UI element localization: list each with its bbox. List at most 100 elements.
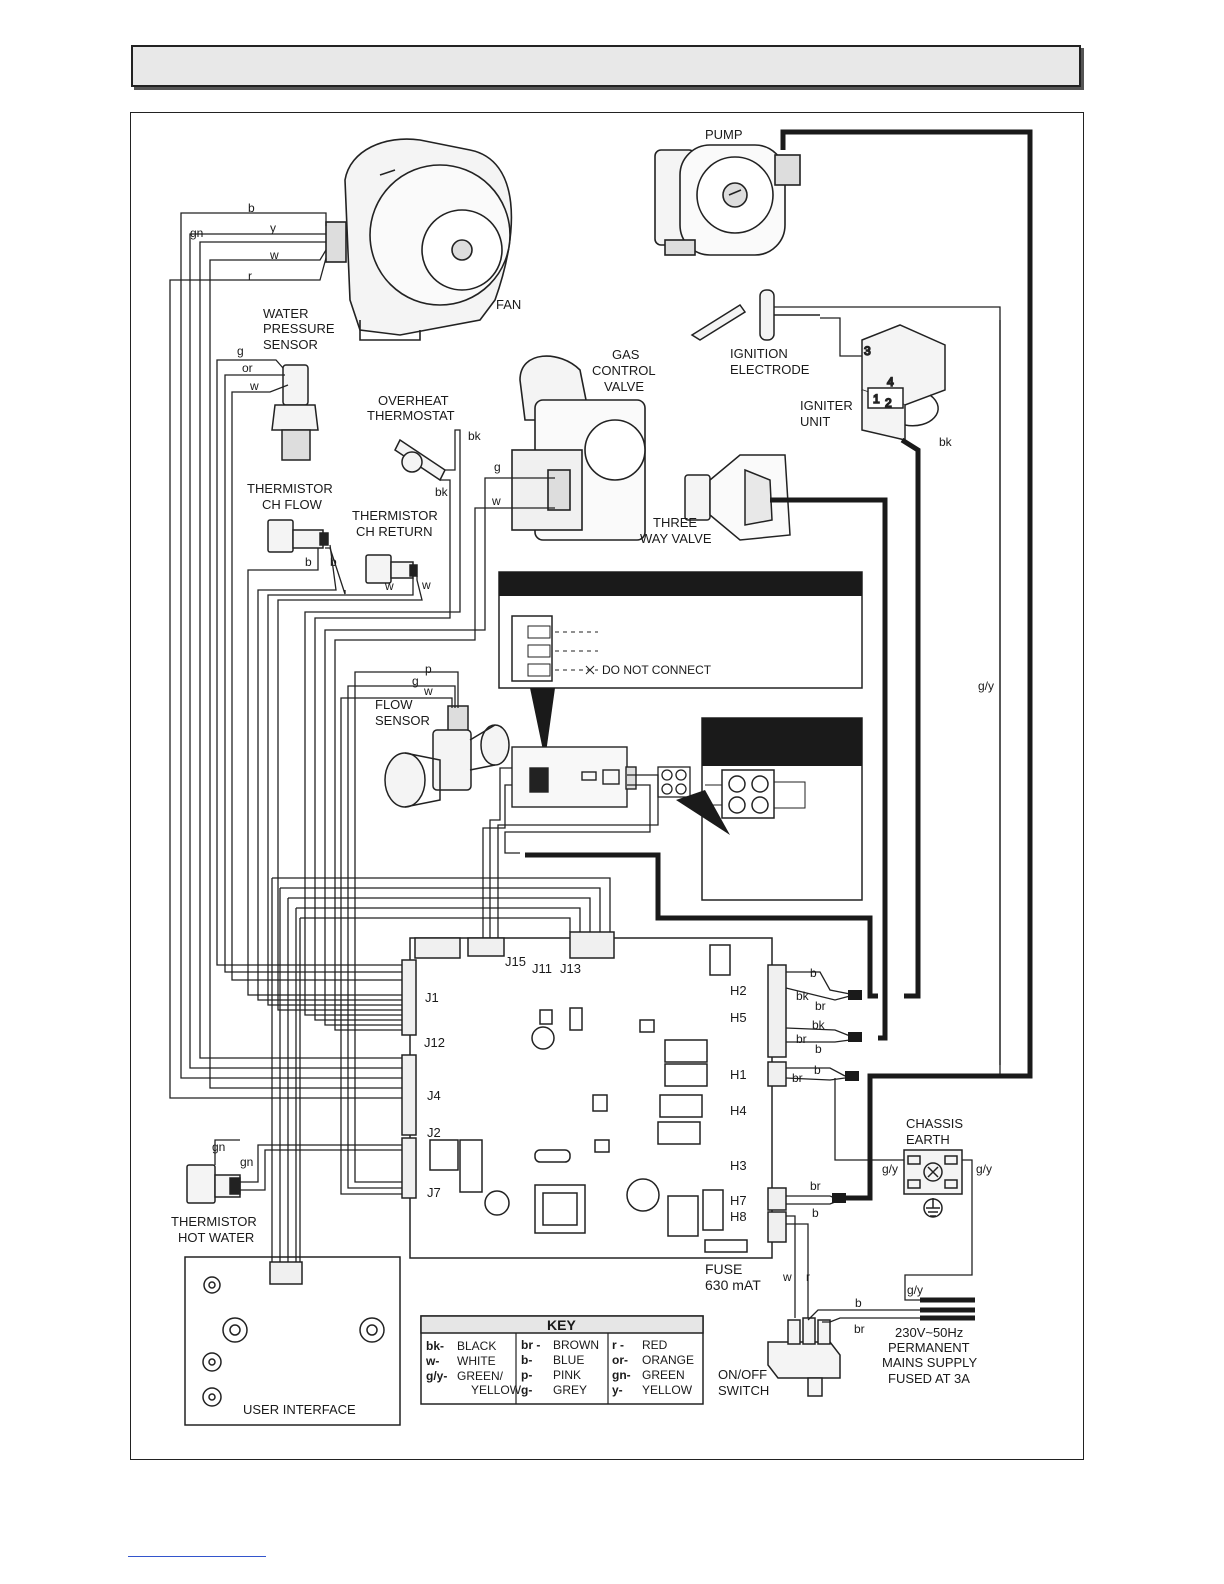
mains-supply-label-4: FUSED AT 3A [888, 1371, 970, 1386]
thermistor-hot-water-label-2: HOT WATER [178, 1230, 254, 1245]
wire-label: b [810, 966, 817, 980]
wire-label: b [305, 555, 312, 569]
wire-label: b [248, 201, 255, 215]
wire-label: b [330, 555, 337, 569]
thermistor-ch-return-label-1: THERMISTOR [352, 508, 438, 523]
wire-label: or [242, 361, 253, 375]
wire-label: r [806, 1270, 810, 1284]
key-code: br - [521, 1338, 540, 1352]
key-color: YELLOW [642, 1383, 693, 1397]
wire-label: w [423, 684, 433, 698]
wire-label: bk [812, 1018, 826, 1032]
mains-supply-label-3: MAINS SUPPLY [882, 1355, 977, 1370]
wire-terminals [832, 990, 862, 1203]
wire-label: bk [796, 989, 810, 1003]
diagram-frame [130, 112, 1084, 1460]
gas-control-valve-label-1: GAS [612, 347, 640, 362]
wire-label: g [412, 674, 419, 688]
user-interface-label: USER INTERFACE [243, 1402, 356, 1417]
wire-label: p [425, 662, 432, 676]
connector-h3-label: H3 [730, 1158, 747, 1173]
water-pressure-sensor-component [271, 364, 319, 461]
ignition-electrode-label-2: ELECTRODE [730, 362, 810, 377]
connector-j4-label: J4 [427, 1088, 441, 1103]
chassis-earth-label-1: CHASSIS [906, 1116, 963, 1131]
mains-supply-label-2: PERMANENT [888, 1340, 970, 1355]
wire-label: r [248, 269, 252, 283]
water-pressure-sensor-label-1: WATER [263, 306, 309, 321]
three-way-valve-label-2: WAY VALVE [640, 531, 712, 546]
wire-label: gn [190, 226, 203, 240]
flow-sensor-board [511, 746, 637, 808]
chassis-earth-label-2: EARTH [906, 1132, 950, 1147]
key-table: KEY bk- BLACK w- WHITE g/y- GREEN/ YELLO… [420, 1315, 704, 1405]
wire-label: b [815, 1042, 822, 1056]
connector-j1-label: J1 [425, 990, 439, 1005]
three-way-valve-label-1: THREE [653, 515, 697, 530]
component-labels: FAN PUMP WATER PRESSURE SENSOR GAS CONTR… [171, 127, 977, 1417]
gas-control-valve-label-3: VALVE [604, 379, 644, 394]
three-way-valve-component [684, 454, 791, 541]
key-code: r - [612, 1338, 624, 1352]
user-interface-board [184, 1256, 401, 1426]
key-title: KEY [547, 1317, 576, 1333]
thermistor-hot-water-label-1: THERMISTOR [171, 1214, 257, 1229]
svg-text:1: 1 [873, 392, 880, 406]
wire-label: y [270, 221, 276, 235]
wire-label: w [491, 494, 501, 508]
key-code: gn- [612, 1368, 631, 1382]
wire-label: b [814, 1063, 821, 1077]
fuse-label-1: FUSE [705, 1261, 742, 1277]
key-code: b- [521, 1353, 532, 1367]
wire-label: b [855, 1296, 862, 1310]
connector-j7-label: J7 [427, 1185, 441, 1200]
wire-label: g/y [976, 1162, 992, 1176]
wire-label: br [854, 1322, 865, 1336]
key-color: BROWN [553, 1338, 599, 1352]
key-color: WHITE [457, 1354, 496, 1368]
mains-supply-label-1: 230V~50Hz [895, 1325, 963, 1340]
key-color: ORANGE [642, 1353, 694, 1367]
connector-h5-label: H5 [730, 1010, 747, 1025]
wire-label: br [815, 999, 826, 1013]
wire-label: g [494, 460, 501, 474]
thermistor-ch-return-component [365, 554, 418, 584]
connector-j15-label: J15 [505, 954, 526, 969]
key-color: BLACK [457, 1339, 496, 1353]
wire-label: g/y [978, 679, 994, 693]
flow-sensor-component [384, 705, 510, 808]
connector-h7-label: H7 [730, 1193, 747, 1208]
key-color: GREEN/ [457, 1369, 504, 1383]
on-off-switch-label-2: SWITCH [718, 1383, 769, 1398]
wire-label: g/y [882, 1162, 898, 1176]
overheat-thermostat-label-1: OVERHEAT [378, 393, 449, 408]
connector-j13-label: J13 [560, 961, 581, 976]
key-color: RED [642, 1338, 668, 1352]
wire-label: w [269, 248, 279, 262]
footer-link-underline[interactable] [128, 1556, 266, 1557]
thin-wires [169, 212, 1001, 1323]
water-pressure-sensor-label-3: SENSOR [263, 337, 318, 352]
igniter-unit-component: 1 2 4 3 [861, 324, 946, 441]
thermistor-ch-flow-component [267, 519, 329, 553]
key-color: BLUE [553, 1353, 584, 1367]
water-pressure-sensor-label-2: PRESSURE [263, 321, 335, 336]
thermistor-ch-return-label-2: CH RETURN [356, 524, 433, 539]
thick-wires [525, 129, 1033, 1321]
fan-label: FAN [496, 297, 521, 312]
wire-color-labels: b y gn w r g or w bk bk g w b b w w p g … [190, 201, 994, 1336]
connector-labels: J15 J11 J13 J1 J12 J4 J2 J7 H2 H5 H1 H4 … [424, 954, 747, 1224]
ignition-electrode-label-1: IGNITION [730, 346, 788, 361]
gas-control-valve-label-2: CONTROL [592, 363, 656, 378]
key-code: y- [612, 1383, 623, 1397]
connector-h4-label: H4 [730, 1103, 747, 1118]
svg-text:2: 2 [885, 396, 892, 410]
connector-j11-label: J11 [532, 961, 552, 976]
pump-component [654, 144, 801, 256]
thermistor-ch-flow-label-1: THERMISTOR [247, 481, 333, 496]
wire-label: br [810, 1179, 821, 1193]
key-code: w- [425, 1354, 439, 1368]
wire-label: w [421, 578, 431, 592]
connector-j12-label: J12 [424, 1035, 445, 1050]
on-off-switch-label-1: ON/OFF [718, 1367, 767, 1382]
